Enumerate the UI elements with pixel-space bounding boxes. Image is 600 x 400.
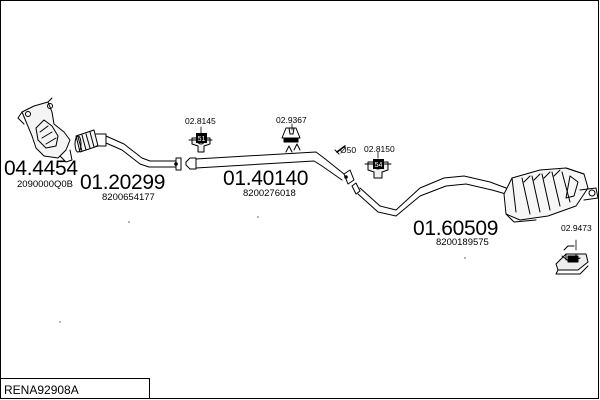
accessory-number-mount-1: 02.9473 [561,223,592,233]
accessory-number-ring-1: 02.8145 [185,116,216,126]
part-number-front-pipe: 01.20299 [80,171,166,194]
part-number-middle-pipe: 01.40140 [223,167,309,190]
catalytic-converter-icon [17,97,73,163]
mounting-bracket-icon [281,127,301,143]
middle-pipe-icon [185,143,355,185]
oe-number-rear-silencer: 8200189575 [436,237,489,248]
reference-box: RENA92908A [0,378,150,399]
marker-51: 51 [198,136,206,143]
part-number-catalyst: 04.4454 [4,157,78,180]
oe-number-middle-pipe: 8200276018 [243,188,296,199]
front-pipe-icon [74,129,182,171]
accessory-number-bracket-1: 02.9367 [276,115,307,125]
marker-54: 54 [375,162,383,169]
position-markers: 51 54 [196,133,384,169]
oe-number-front-pipe: 8200654177 [102,192,155,203]
rear-silencer-icon [351,167,599,223]
rubber-mount-icon [555,245,589,275]
clamp-size-label: Ø50 [340,145,357,155]
accessory-number-ring-2: 02.8150 [364,144,395,154]
reference-code: RENA92908A [4,383,79,397]
clamp-icon [334,145,346,155]
part-number-rear-silencer: 01.60509 [413,217,499,240]
leader-lines [200,123,577,251]
oe-number-catalyst: 2090000Q0B [17,179,73,190]
artifact-dots [59,216,466,323]
